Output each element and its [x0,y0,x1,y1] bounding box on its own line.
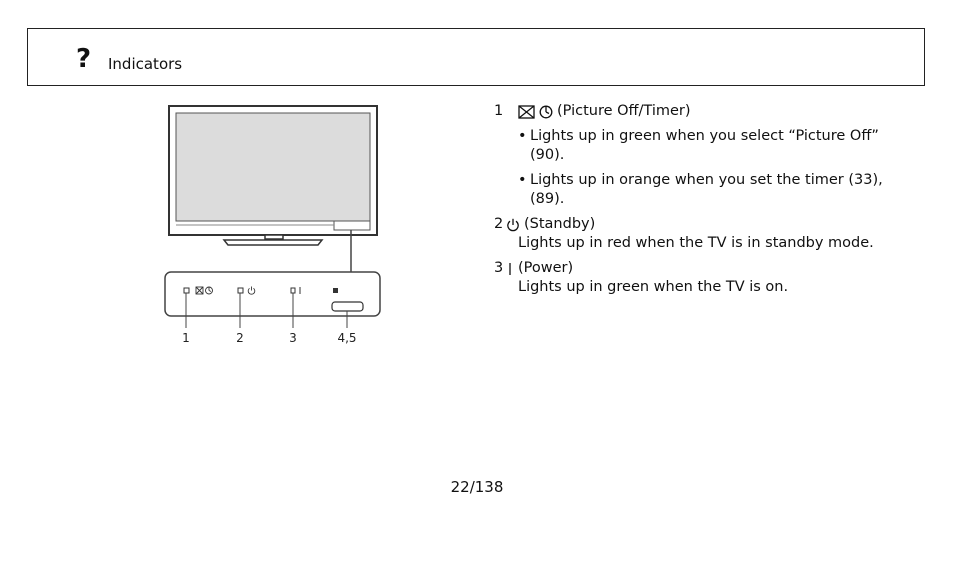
picture-off-icon [195,286,204,295]
timer-icon [539,105,553,118]
question-mark-icon[interactable]: ? [76,44,92,74]
tv-screen [175,112,371,222]
bullet-dot: • [518,128,527,144]
standby-icon [507,218,519,231]
callout-4-5: 4,5 [337,331,356,345]
callout-1: 1 [182,331,190,345]
item-description: Lights up in red when the TV is in stand… [518,235,874,251]
legend-item-power: 3 (Power) Lights up in green when the TV… [494,259,914,297]
tv-stand-base [222,239,324,246]
indicator-legend: 1 (Picture Off/Timer) • Lights up in gre… [494,102,914,297]
indicator-led-2 [237,287,244,294]
legend-item-standby: 2 (Standby) Lights up in red when the TV… [494,215,914,253]
bullet-text: Lights up in orange when you set the tim… [530,172,883,207]
standby-icon [247,286,256,295]
power-icon [509,262,511,275]
sensor-mark [333,288,338,293]
sensor-window-zoom [331,301,364,312]
timer-icon [205,286,213,295]
item-label: (Standby) [524,216,596,232]
bullet-dot: • [518,172,527,188]
legend-item-picture-off-timer: 1 (Picture Off/Timer) • Lights up in gre… [494,102,914,209]
item-number: 2 [494,216,504,232]
page-title: Indicators [108,55,183,73]
item-number: 1 [494,103,504,119]
tv-indicator-diagram: 1 2 3 4,5 [164,105,381,345]
picture-off-icon [518,104,535,119]
bullet-text: Lights up in green when you select “Pict… [530,128,879,163]
item-description: Lights up in green when the TV is on. [518,279,789,295]
tv-stand-neck [264,234,284,240]
list-item: • Lights up in green when you select “Pi… [494,127,914,165]
callout-2: 2 [236,331,244,345]
indicator-led-1 [183,287,190,294]
indicator-panel-zoom [164,271,381,317]
header-box: ? Indicators [27,28,925,86]
item-label: (Picture Off/Timer) [557,103,691,119]
item-number: 3 [494,260,504,276]
sensor-window [333,220,371,231]
item-label: (Power) [518,260,574,276]
page-number: 22/138 [450,478,504,496]
callout-3: 3 [289,331,297,345]
indicator-led-3 [290,287,296,294]
list-item: • Lights up in orange when you set the t… [494,171,914,209]
